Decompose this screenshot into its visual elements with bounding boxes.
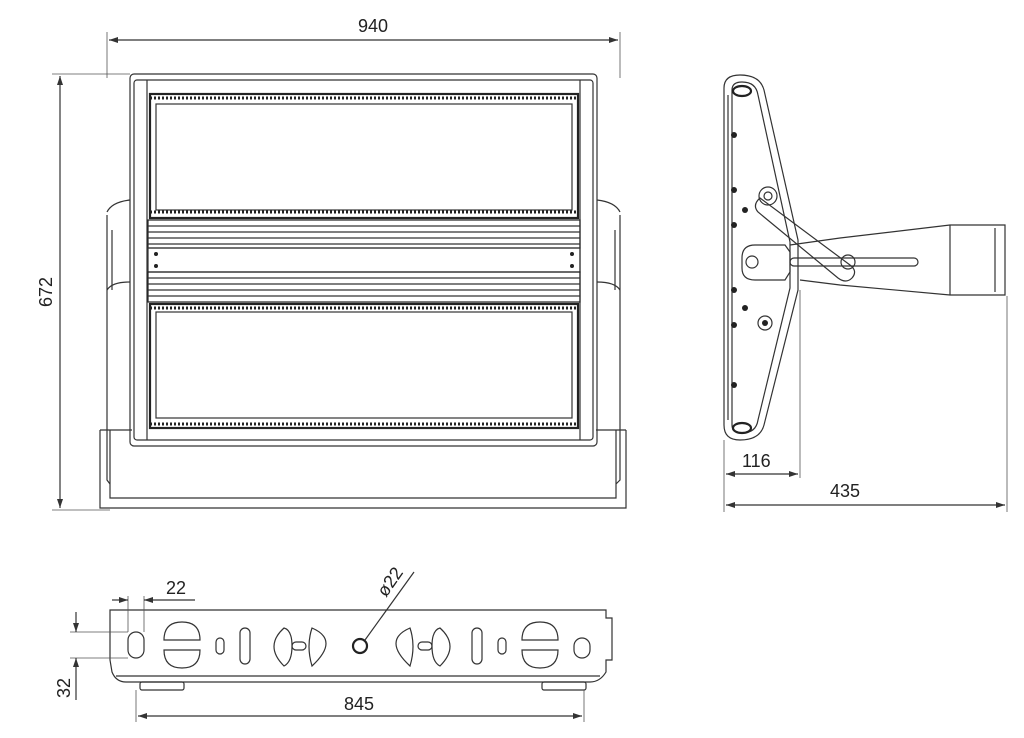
bracket-center-hole xyxy=(351,637,369,655)
dim-bracket-hole-height: 32 xyxy=(54,612,128,700)
dim-bracket-hole-height-label: 32 xyxy=(54,678,74,698)
bracket-body xyxy=(109,609,613,683)
front-top-panel xyxy=(148,92,580,220)
bracket-end-slot-left xyxy=(127,631,145,659)
bracket-end-slot-right xyxy=(573,637,591,659)
dim-bracket-hole-offset: 22 xyxy=(112,578,195,632)
side-mount-arm xyxy=(789,224,1006,296)
side-body xyxy=(723,74,799,441)
dim-side-offset-label: 116 xyxy=(742,451,771,471)
dim-front-width: 940 xyxy=(106,16,621,78)
dim-front-height-label: 672 xyxy=(36,277,56,307)
front-heatsink-band xyxy=(147,219,581,303)
dim-bracket-hole-diameter-label: ø22 xyxy=(373,563,407,600)
dim-bracket-hole-offset-label: 22 xyxy=(166,578,186,598)
front-housing xyxy=(129,73,598,447)
side-view: 116 435 xyxy=(723,74,1008,512)
dim-front-height: 672 xyxy=(36,73,130,511)
side-lever-arm xyxy=(754,186,856,282)
bracket-cutouts xyxy=(163,621,559,669)
dim-bracket-length-label: 845 xyxy=(344,694,374,714)
dim-side-depth: 435 xyxy=(726,296,1008,512)
bracket-view: 22 32 845 ø22 xyxy=(54,563,613,722)
dim-bracket-hole-diameter: ø22 xyxy=(364,563,415,641)
dim-front-width-label: 940 xyxy=(358,16,388,36)
dim-side-depth-label: 435 xyxy=(830,481,860,501)
front-yoke xyxy=(99,199,627,509)
front-bottom-panel xyxy=(148,302,580,430)
dim-side-offset: 116 xyxy=(723,290,801,512)
front-view: 940 672 xyxy=(36,16,627,511)
side-hub xyxy=(741,244,791,281)
dim-bracket-length: 845 xyxy=(135,690,585,722)
